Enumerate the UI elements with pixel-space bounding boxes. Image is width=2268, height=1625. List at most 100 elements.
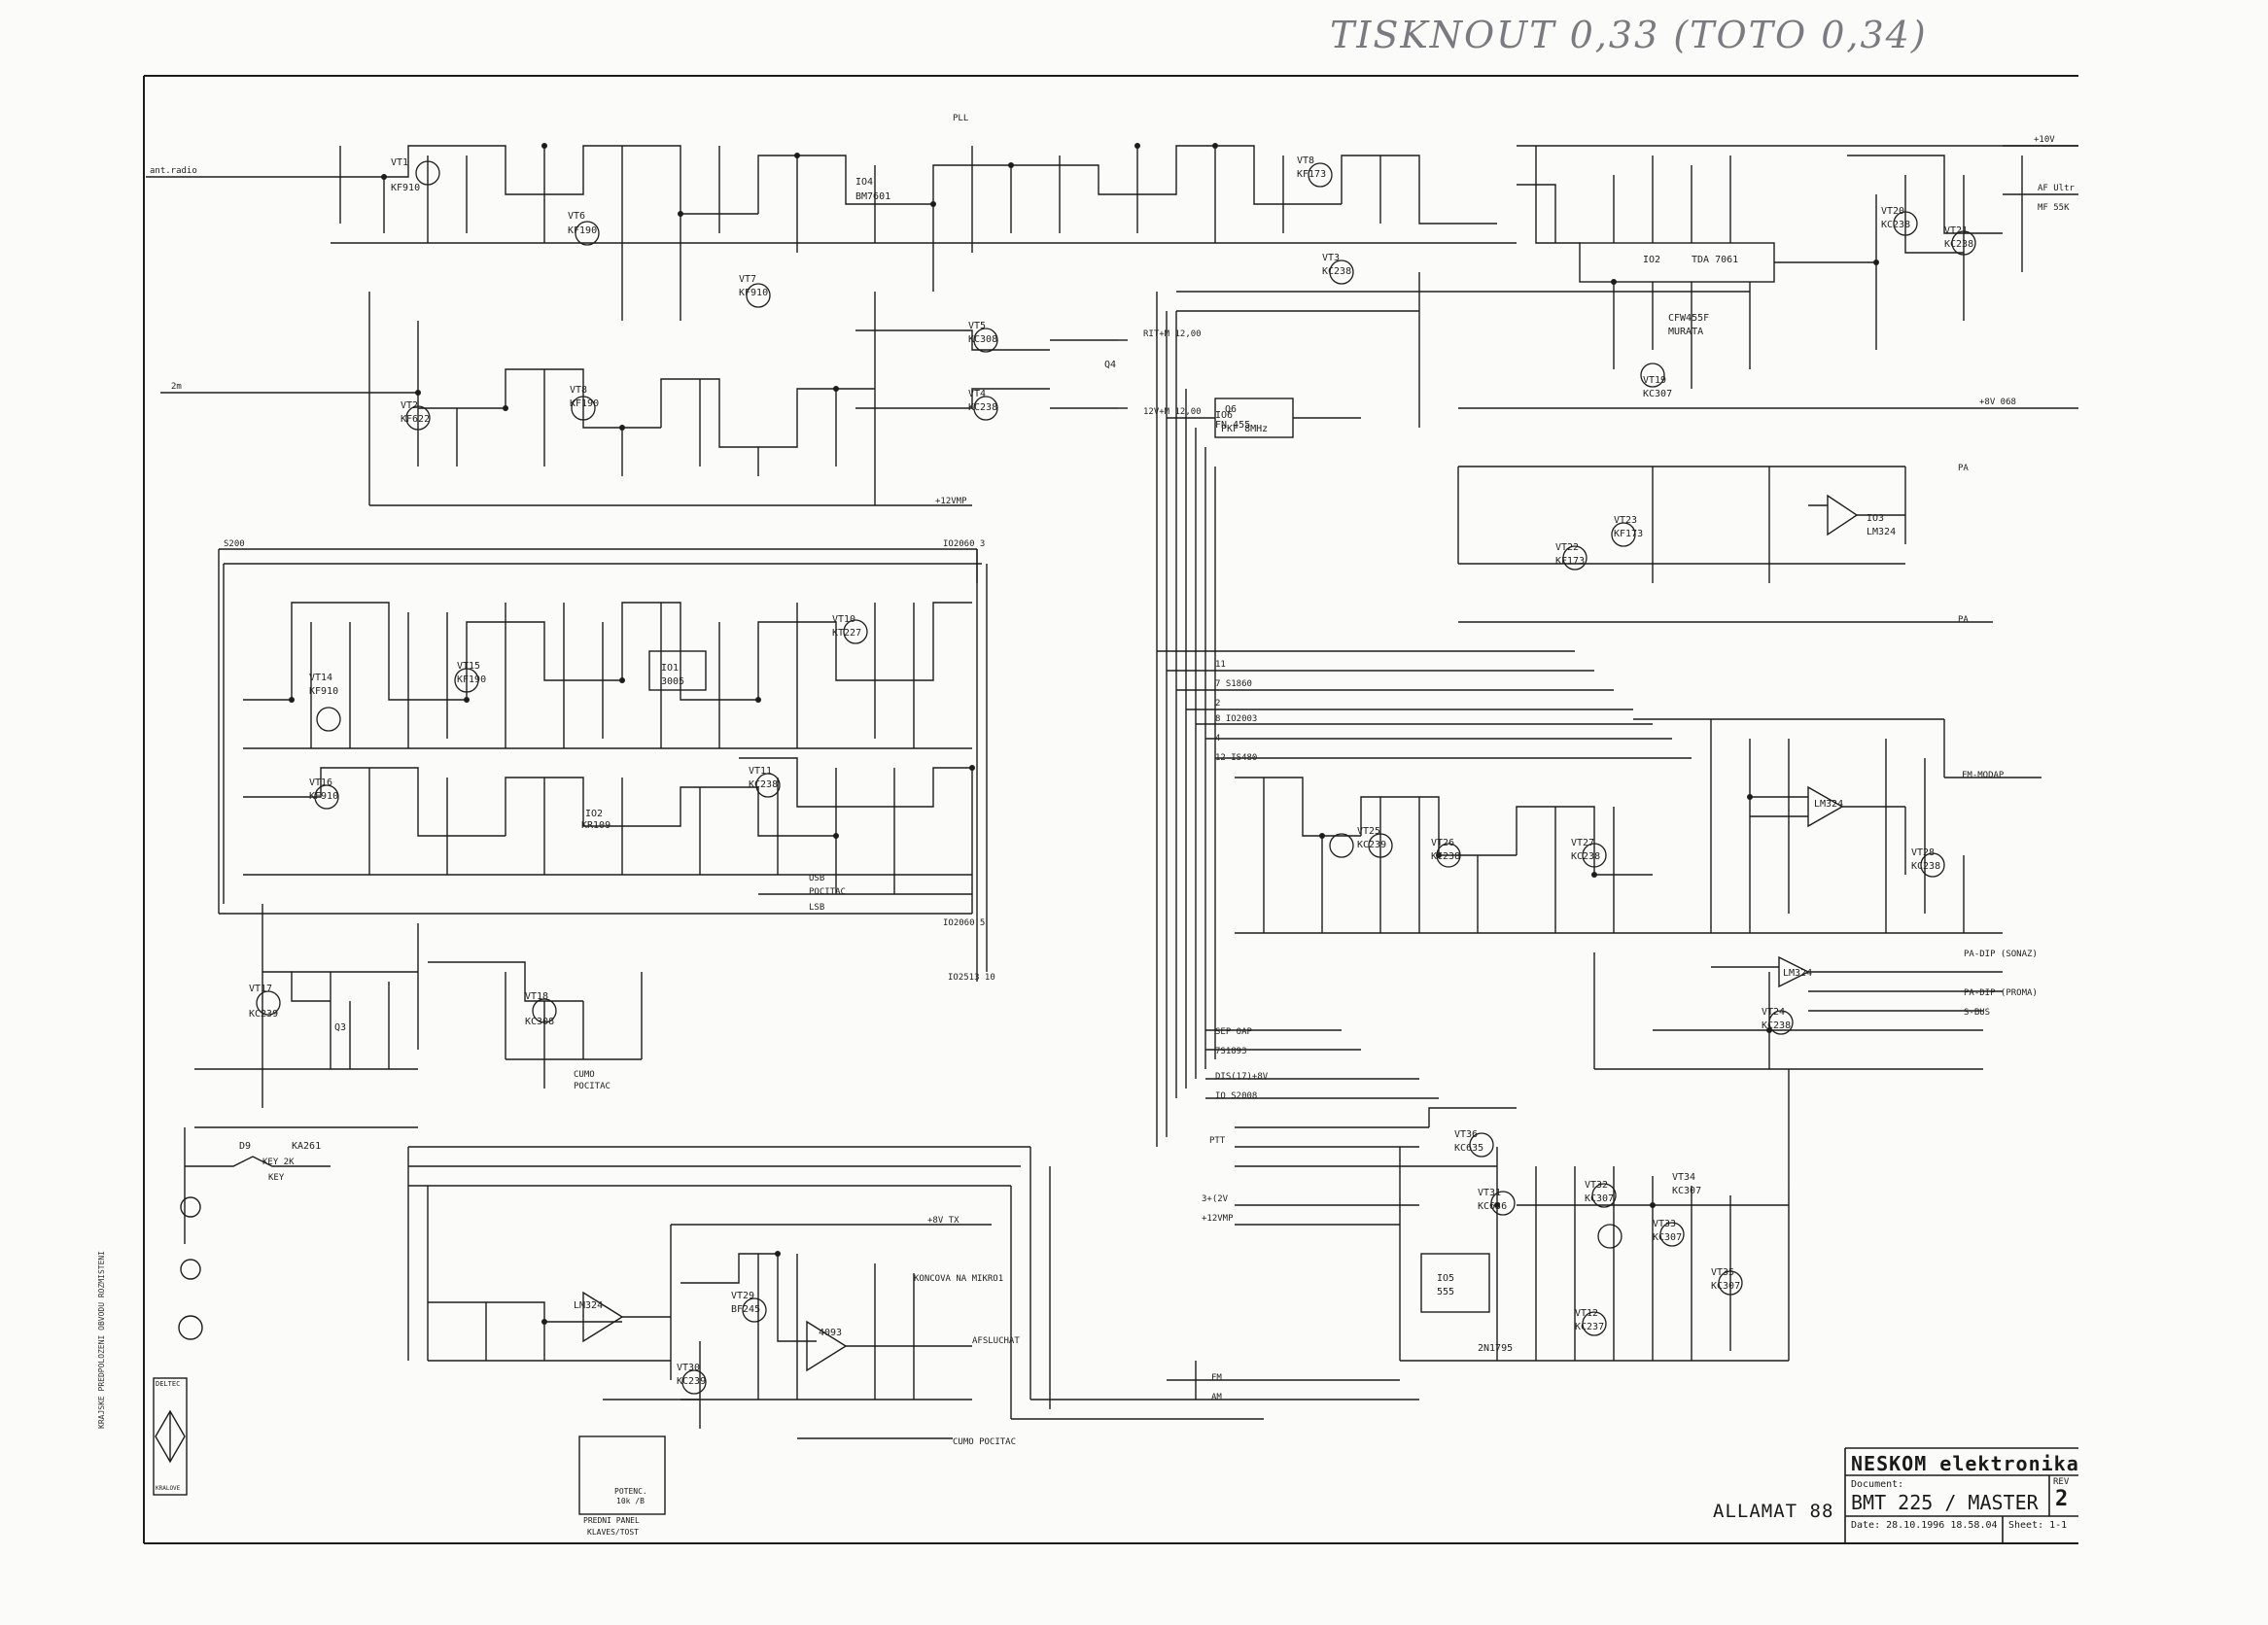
left-connectors (178, 1196, 203, 1340)
svg-text:KC237: KC237 (1575, 1322, 1604, 1332)
svg-text:VT16: VT16 (309, 778, 332, 788)
svg-text:KC636: KC636 (1478, 1201, 1507, 1212)
svg-text:VT23: VT23 (1614, 515, 1637, 526)
svg-text:KC307: KC307 (1585, 1193, 1614, 1204)
svg-text:IO2: IO2 (585, 809, 603, 819)
svg-text:KF190: KF190 (457, 674, 486, 685)
svg-text:KONCOVA NA MIKRO1: KONCOVA NA MIKRO1 (914, 1274, 1003, 1284)
svg-text:Q6: Q6 (1225, 404, 1237, 415)
svg-text:3+(2V: 3+(2V (1202, 1194, 1229, 1204)
svg-text:IO2513 10: IO2513 10 (948, 973, 995, 983)
svg-text:PTT: PTT (1209, 1136, 1226, 1146)
junction-dots (289, 143, 1879, 1325)
svg-text:KT227: KT227 (832, 628, 861, 639)
svg-text:BM7601: BM7601 (855, 191, 890, 202)
svg-text:4: 4 (1215, 734, 1220, 743)
svg-text:VT21: VT21 (1944, 225, 1968, 236)
svg-text:VT2: VT2 (401, 400, 418, 411)
sheet-border (143, 75, 2078, 1544)
svg-text:IO3: IO3 (1867, 513, 1884, 524)
svg-text:VT27: VT27 (1571, 838, 1594, 848)
handwritten-note: TISKNOUT 0,33 (TOTO 0,34) (1330, 14, 1928, 56)
svg-text:LM324: LM324 (1814, 799, 1843, 810)
svg-text:KC308: KC308 (968, 334, 997, 345)
svg-text:VT15: VT15 (457, 661, 480, 672)
svg-text:+8V 068: +8V 068 (1979, 398, 2016, 407)
svg-text:DIS(17)+8V: DIS(17)+8V (1215, 1072, 1269, 1082)
svg-text:IO6: IO6 (1215, 410, 1233, 421)
svg-text:2m: 2m (171, 382, 182, 392)
svg-text:IO4: IO4 (855, 177, 873, 188)
svg-text:2N1795: 2N1795 (1478, 1343, 1513, 1354)
svg-text:555: 555 (1437, 1287, 1454, 1297)
svg-text:POCITAC: POCITAC (809, 887, 846, 897)
pot-lower: PREDNI PANEL (583, 1516, 640, 1525)
svg-text:VT8: VT8 (570, 385, 587, 396)
svg-text:VT1: VT1 (391, 157, 408, 168)
modulator-section (1235, 718, 2041, 1070)
left-vertical-caption: KRAJSKE PREDPOLOZENI OBVODU ROZMISTENI (97, 1250, 106, 1429)
svg-text:VT25: VT25 (1357, 826, 1380, 837)
svg-text:VT32: VT32 (1585, 1180, 1608, 1191)
svg-text:POCITAC: POCITAC (574, 1082, 611, 1091)
svg-text:PLL: PLL (953, 114, 968, 123)
svg-text:BF245: BF245 (731, 1304, 760, 1315)
svg-text:USB: USB (809, 874, 824, 883)
svg-text:VT6: VT6 (568, 211, 585, 222)
svg-text:RIT+M 12,00: RIT+M 12,00 (1143, 329, 1202, 339)
doc-label: Document: (1851, 1479, 1904, 1490)
svg-text:3005: 3005 (661, 676, 684, 687)
svg-text:KC308: KC308 (525, 1017, 554, 1027)
svg-text:KC307: KC307 (1672, 1186, 1701, 1196)
svg-text:2: 2 (1215, 699, 1220, 709)
svg-text:Q4: Q4 (1104, 360, 1116, 370)
svg-text:PA-DIP (SONAZ): PA-DIP (SONAZ) (1964, 950, 2038, 959)
rf-front-end (146, 145, 1750, 506)
pot-value: 10k /B (616, 1497, 645, 1505)
svg-text:VT22: VT22 (1555, 542, 1579, 553)
svg-text:Q3: Q3 (334, 1022, 346, 1033)
svg-text:AFSLUCHAT: AFSLUCHAT (972, 1336, 1020, 1346)
svg-text:KC307: KC307 (1653, 1232, 1682, 1243)
rev-label: REV (2053, 1477, 2070, 1487)
svg-text:KC238: KC238 (1881, 220, 1910, 230)
svg-text:VT29: VT29 (731, 1291, 754, 1301)
pot-lower2: KLAVES/TOST (587, 1528, 639, 1537)
svg-text:VT30: VT30 (677, 1363, 700, 1373)
svg-text:7 S1860: 7 S1860 (1215, 679, 1252, 689)
svg-text:VT18: VT18 (525, 991, 548, 1002)
svg-text:KC238: KC238 (1762, 1020, 1791, 1031)
svg-text:KF622: KF622 (401, 414, 430, 425)
svg-text:KF173: KF173 (1555, 556, 1585, 567)
svg-text:LM324: LM324 (1867, 527, 1896, 537)
net-labels: ant.radio 2m PLL RIT+M 12,00 12V+M 12,00… (150, 114, 2076, 1447)
svg-text:KEY 2K: KEY 2K (262, 1158, 295, 1167)
svg-text:VT10: VT10 (832, 614, 855, 625)
company-name: NESKOM elektronika (1851, 1452, 2079, 1475)
transistor-symbols (256, 160, 1976, 1395)
svg-text:PA-DIP (PROMA): PA-DIP (PROMA) (1964, 988, 2038, 998)
svg-text:VT33: VT33 (1653, 1219, 1676, 1229)
svg-text:PKF 8MHz: PKF 8MHz (1221, 424, 1268, 434)
svg-text:KEY: KEY (268, 1173, 285, 1183)
svg-text:+10V: +10V (2034, 135, 2055, 145)
svg-text:CFW455F: CFW455F (1668, 313, 1709, 324)
doc-date: Date: 28.10.1996 18.58.04 (1851, 1520, 1998, 1531)
svg-text:KF173: KF173 (1297, 169, 1326, 180)
svg-text:VT11: VT11 (749, 766, 772, 777)
svg-text:AM: AM (1211, 1393, 1222, 1402)
if-demod-section (218, 548, 982, 915)
svg-text:IO2: IO2 (1643, 255, 1660, 265)
svg-text:MURATA: MURATA (1668, 327, 1703, 337)
svg-text:KF910: KF910 (309, 686, 338, 697)
allamat-label: ALLAMAT 88 (1713, 1501, 1834, 1522)
svg-text:VT35: VT35 (1711, 1267, 1734, 1278)
svg-text:LM324: LM324 (574, 1300, 603, 1311)
svg-text:KF910: KF910 (309, 791, 338, 802)
svg-text:KF173: KF173 (1614, 529, 1643, 539)
svg-text:KF190: KF190 (570, 398, 599, 409)
svg-text:VT4: VT4 (968, 389, 986, 399)
